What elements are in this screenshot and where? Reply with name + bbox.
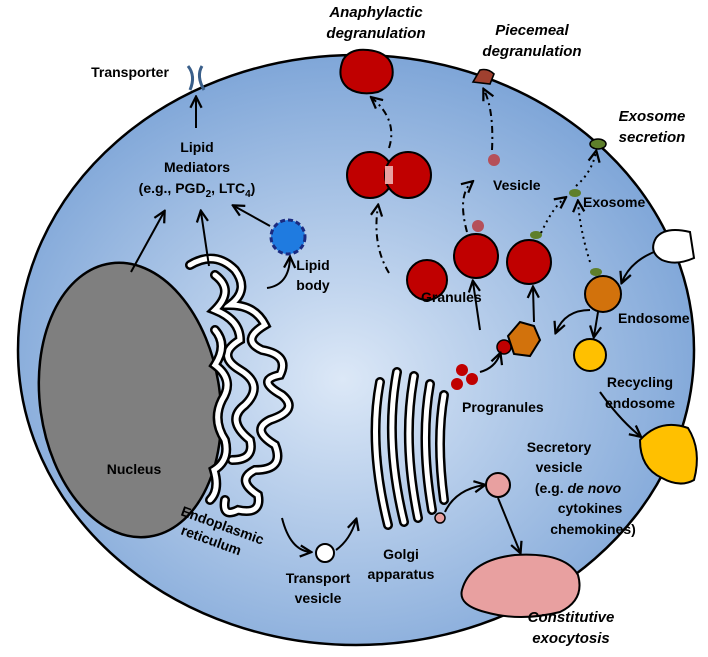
endosome [584, 275, 622, 313]
granules [406, 220, 552, 301]
lipid-mediators-label-2: Mediators [164, 159, 230, 175]
secretory-label-1: Secretory [527, 439, 592, 455]
nucleus-label: Nucleus [107, 461, 162, 477]
dotted-arrows [540, 152, 596, 263]
lipid-body [269, 218, 307, 256]
labels: Anaphylactic degranulation Piecemeal deg… [91, 4, 690, 647]
progranules-label: Progranules [462, 399, 544, 415]
membrane-pocket [652, 229, 696, 264]
nucleus [37, 261, 223, 539]
secretory-vesicle [485, 472, 511, 498]
granules-label: Granules [421, 289, 482, 305]
constitutive-label-2: exocytosis [532, 630, 610, 647]
recycling-endosome-label-1: Recycling [607, 374, 673, 390]
constitutive-exocytosis-vesicle [460, 553, 581, 618]
exosome-small [569, 189, 581, 197]
endosome-label: Endosome [618, 310, 690, 326]
endoplasmic-reticulum [185, 253, 294, 518]
golgi-bud [434, 512, 446, 524]
lipid-mediators-label-1: Lipid [180, 139, 213, 155]
piecemeal-label-1: Piecemeal [495, 22, 569, 39]
secretory-label-3: (e.g. de novo [535, 480, 622, 496]
recycling-membrane-fusion [638, 424, 698, 485]
lipid-body-label-2: body [296, 277, 330, 293]
transport-vesicle-label-1: Transport [286, 570, 351, 586]
lipid-body-label-1: Lipid [296, 257, 329, 273]
recycling-endosome-label-2: endosome [605, 395, 675, 411]
transporter-icon [186, 65, 206, 91]
golgi-label-2: apparatus [368, 566, 435, 582]
released-granule [339, 48, 394, 95]
vesicle-label: Vesicle [493, 177, 541, 193]
secretory-label-4: cytokines [558, 500, 623, 516]
dashed-arrows [372, 90, 492, 274]
lipid-mediators-label-3: (e.g., PGD2, LTC4) [139, 180, 256, 200]
piecemeal-vesicle [488, 154, 500, 166]
exosome-secretion-label-2: secretion [619, 129, 686, 146]
endosome-exosome [590, 268, 602, 276]
transport-vesicle [315, 543, 335, 563]
transport-vesicle-label-2: vesicle [295, 590, 342, 606]
secretory-label-2: vesicle [536, 459, 583, 475]
secretory-label-5: chemokines) [550, 521, 636, 537]
fused-granules [346, 151, 432, 199]
exosome-label: Exosome [583, 194, 645, 210]
anaphylactic-label-1: Anaphylactic [328, 4, 423, 21]
piecemeal-label-2: degranulation [482, 43, 581, 60]
constitutive-label-1: Constitutive [528, 609, 615, 626]
anaphylactic-label-2: degranulation [326, 25, 425, 42]
recycling-endosome [573, 338, 607, 372]
exosome-released [589, 138, 607, 150]
transporter-label: Transporter [91, 64, 169, 80]
piecemeal-released-vesicle [471, 68, 495, 85]
golgi-apparatus [370, 367, 449, 530]
golgi-label-1: Golgi [383, 546, 419, 562]
arrows [130, 98, 655, 552]
exosome-secretion-label-1: Exosome [619, 108, 686, 125]
